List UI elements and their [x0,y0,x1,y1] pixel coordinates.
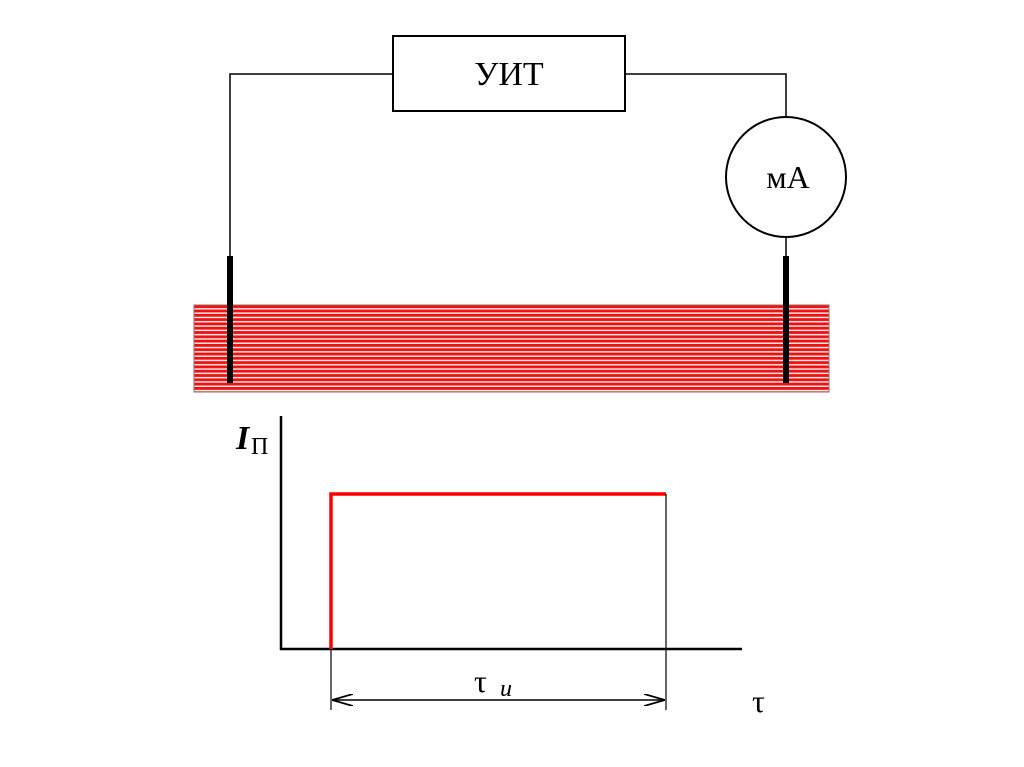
y-axis-label: I [235,420,251,457]
x-axis-label: τ [752,683,765,719]
pulse-duration-subscript: и [500,676,512,702]
circuit-wires [229,73,787,258]
left-electrode [227,256,233,383]
y-axis-subscript: П [251,434,268,460]
milliammeter-label: мА [766,159,809,195]
pulse-duration-label: τ [474,663,487,699]
right-electrode [783,256,789,383]
milliammeter: мА [725,116,847,238]
uit-device-box: УИТ [392,35,626,112]
uit-device-label: УИТ [474,56,544,93]
current-pulse [329,492,666,649]
graph-axes [279,416,742,651]
striped-sample [193,304,830,393]
